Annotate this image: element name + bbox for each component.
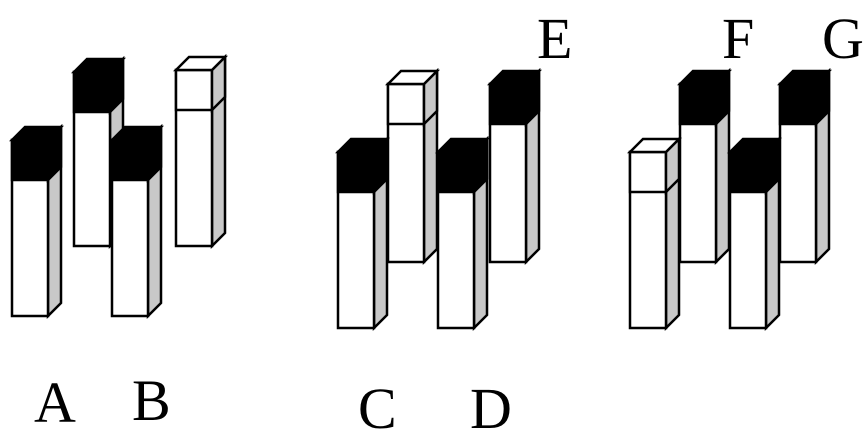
prism-top-face xyxy=(384,69,441,86)
prism-top-face xyxy=(108,125,165,142)
prism-group-3-right-front xyxy=(726,135,783,332)
prism-top-face xyxy=(434,137,491,154)
prism-top-face xyxy=(776,69,833,86)
prism-cap-front xyxy=(728,150,768,194)
label-a: A xyxy=(34,370,76,430)
prism-cap-front xyxy=(778,82,818,126)
label-e: E xyxy=(537,6,572,71)
prism-group-3-back-right xyxy=(776,67,833,266)
prism-cap-front xyxy=(110,138,150,182)
label-f: F xyxy=(722,6,754,71)
prism-cap-front xyxy=(436,150,476,194)
label-c: C xyxy=(358,376,397,430)
label-g: G xyxy=(822,6,864,71)
prism-cap-front xyxy=(10,138,50,182)
prism-cap-front xyxy=(678,82,718,126)
prism-cap-front xyxy=(628,150,668,194)
prism-top-face xyxy=(8,125,65,142)
prism-top-face xyxy=(334,137,391,154)
label-d: D xyxy=(470,376,512,430)
label-b: B xyxy=(132,368,171,430)
prism-top-face xyxy=(70,57,127,74)
prism-group-3-back-middle xyxy=(676,67,733,266)
prism-group-2-left-front xyxy=(334,135,391,332)
prism-group-2-right-front xyxy=(434,135,491,332)
prism-cap-front xyxy=(174,68,214,112)
prism-top-face xyxy=(486,69,543,86)
prism-top-face xyxy=(172,55,229,72)
prism-top-face xyxy=(676,69,733,86)
prism-cap-front xyxy=(336,150,376,194)
prism-cap-front xyxy=(488,82,528,126)
prism-layer xyxy=(8,53,833,332)
prism-cap-front xyxy=(72,70,112,114)
prism-group-1-left-front xyxy=(8,123,65,320)
prism-group-2-back-right xyxy=(486,67,543,266)
prism-group-2-back-middle xyxy=(384,67,441,266)
prism-group-1-right-front xyxy=(108,123,165,320)
prism-cap-front xyxy=(386,82,426,126)
prism-group-1-back-right xyxy=(172,53,229,250)
prism-group-3-left-front xyxy=(626,135,683,332)
prism-top-face xyxy=(726,137,783,154)
prism-top-face xyxy=(626,137,683,154)
